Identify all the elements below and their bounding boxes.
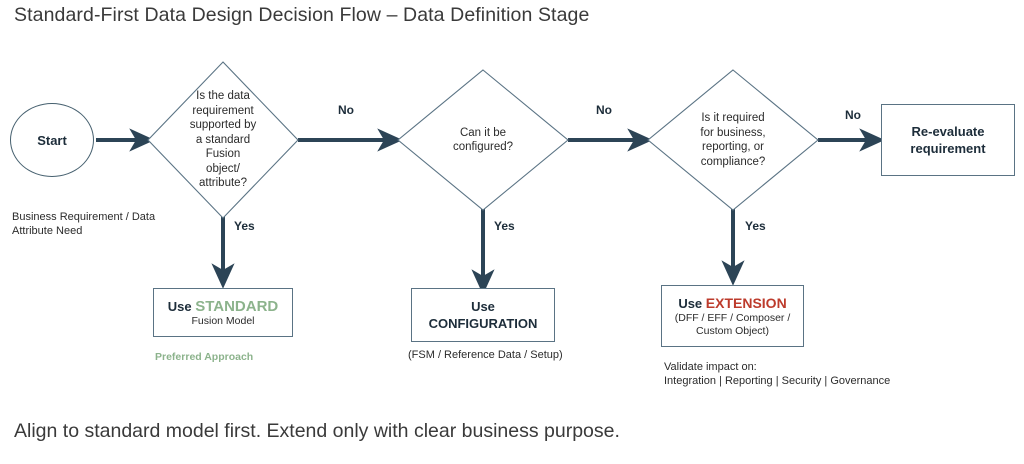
edge-label-decision2-yes: Yes xyxy=(494,219,515,233)
use-configuration-line2: CONFIGURATION xyxy=(428,316,538,331)
decision2-label: Can it be configured? xyxy=(422,70,544,210)
decision3-line2: for business, xyxy=(700,126,766,139)
decision1-line7: attribute? xyxy=(199,177,247,190)
decision3-line1: Is it required xyxy=(701,112,765,124)
decision-node-configurable[interactable]: Can it be configured? xyxy=(398,70,568,210)
decision1-line1: Is the data xyxy=(196,90,250,103)
use-extension-sub: (DFF / EFF / Composer / Custom Object) xyxy=(674,311,791,337)
edge-label-decision3-yes: Yes xyxy=(745,219,766,233)
decision3-label: Is it required for business, reporting, … xyxy=(672,70,794,210)
use-extension-caption: Validate impact on: Integration | Report… xyxy=(664,361,891,387)
terminal-box-re-evaluate[interactable]: Re-evaluate requirement xyxy=(881,104,1015,176)
decision2-line2: configured? xyxy=(452,141,514,153)
decision3-line4: compliance? xyxy=(700,155,766,168)
decision2-outline xyxy=(397,69,569,211)
footer-statement: Align to standard model first. Extend on… xyxy=(14,420,620,442)
decision2-line1: Can it be xyxy=(459,126,506,139)
use-configuration-line1: Use xyxy=(471,299,495,314)
decision1-label: Is the data requirement supported by a s… xyxy=(169,62,277,218)
re-evaluate-line1: Re-evaluate xyxy=(911,124,985,139)
decision1-line5: Fusion xyxy=(205,148,241,161)
decision1-line2: requirement xyxy=(192,104,254,117)
use-configuration-caption: (FSM / Reference Data / Setup) xyxy=(408,349,563,361)
use-standard-heading: Use STANDARD xyxy=(168,298,279,315)
use-extension-heading: Use EXTENSION xyxy=(678,295,786,312)
outcome-box-use-standard[interactable]: Use STANDARD Fusion Model xyxy=(153,288,293,337)
use-standard-caption: Preferred Approach xyxy=(155,351,254,363)
edge-label-decision1-yes: Yes xyxy=(234,219,255,233)
page-title: Standard-First Data Design Decision Flow… xyxy=(14,4,590,26)
use-extension-keyword: EXTENSION xyxy=(705,294,787,311)
decision-node-required[interactable]: Is it required for business, reporting, … xyxy=(648,70,818,210)
use-standard-sub: Fusion Model xyxy=(191,314,255,327)
start-node[interactable]: Start xyxy=(10,103,94,177)
edge-label-decision2-no: No xyxy=(596,103,612,117)
outcome-box-use-configuration[interactable]: Use CONFIGURATION xyxy=(411,288,555,342)
decision-node-standard-object[interactable]: Is the data requirement supported by a s… xyxy=(148,62,298,218)
edge-label-decision3-no: No xyxy=(845,108,861,122)
edge-label-decision1-no: No xyxy=(338,103,354,117)
outcome-box-use-extension[interactable]: Use EXTENSION (DFF / EFF / Composer / Cu… xyxy=(661,285,804,347)
use-standard-prefix: Use xyxy=(167,298,196,314)
decision3-outline xyxy=(647,69,819,211)
start-caption: Business Requirement / Data Attribute Ne… xyxy=(12,211,156,237)
decision1-line4: a standard xyxy=(195,133,251,146)
re-evaluate-line2: requirement xyxy=(910,141,986,156)
decision1-outline xyxy=(147,61,299,219)
decision1-line3: supported by xyxy=(189,119,257,132)
decision3-line3: reporting, or xyxy=(701,141,764,153)
start-node-label: Start xyxy=(37,132,67,148)
use-standard-keyword: STANDARD xyxy=(195,297,279,315)
decision1-line6: object/ xyxy=(206,162,240,175)
use-extension-prefix: Use xyxy=(678,295,706,311)
